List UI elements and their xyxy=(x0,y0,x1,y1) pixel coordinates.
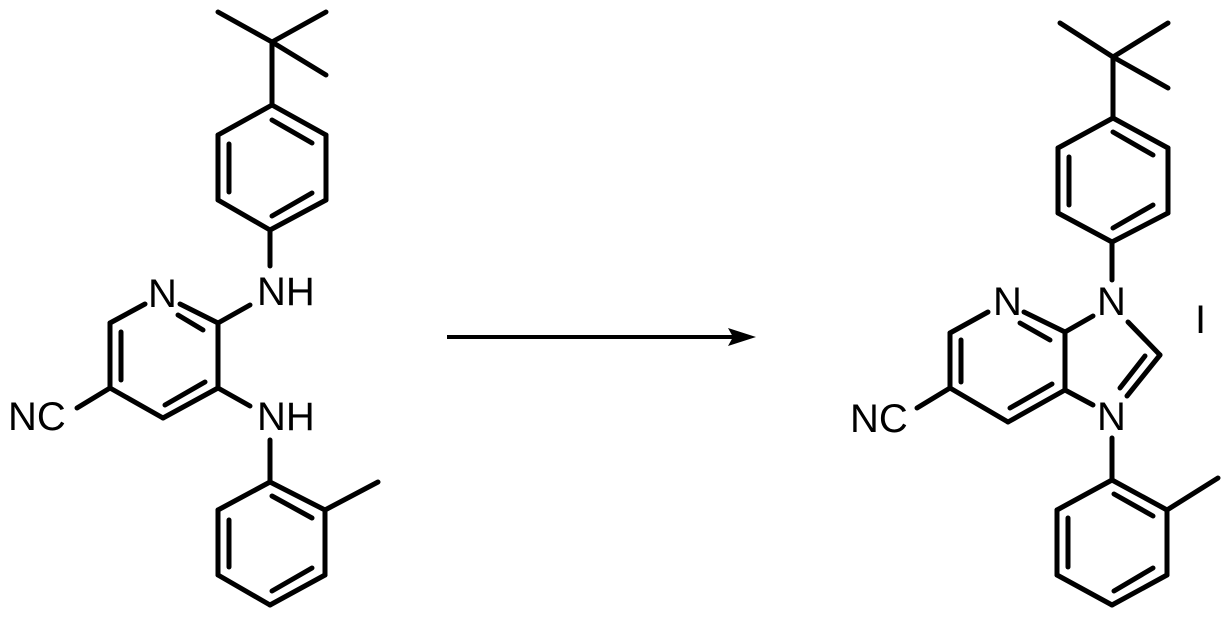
tolyl-ring xyxy=(215,437,381,608)
imidazopyridine-core xyxy=(914,309,1163,425)
nitrile-label: NC xyxy=(8,395,66,439)
tert-butyl-group xyxy=(1057,20,1171,121)
nitrile-label: NC xyxy=(850,397,908,441)
nh-label-bottom: NH xyxy=(257,395,315,439)
product-molecule: N N I N NC xyxy=(850,20,1221,608)
tolyl-ring xyxy=(1054,435,1221,608)
pyridine-n-label: N xyxy=(148,272,177,316)
pyridine-n-label: N xyxy=(993,280,1022,324)
nh-label-top: NH xyxy=(257,270,315,314)
reactant-molecule: NH N NC NH xyxy=(8,9,381,608)
phenyl-ring-top xyxy=(1055,115,1171,283)
phenyl-ring-top xyxy=(215,102,329,269)
n1-label: N xyxy=(1097,395,1126,439)
reaction-arrow xyxy=(447,328,756,346)
n3-label: N xyxy=(1097,280,1126,324)
pyridine-ring xyxy=(74,301,253,421)
iodide-label: I xyxy=(1195,298,1206,342)
tert-butyl-group xyxy=(215,9,329,108)
